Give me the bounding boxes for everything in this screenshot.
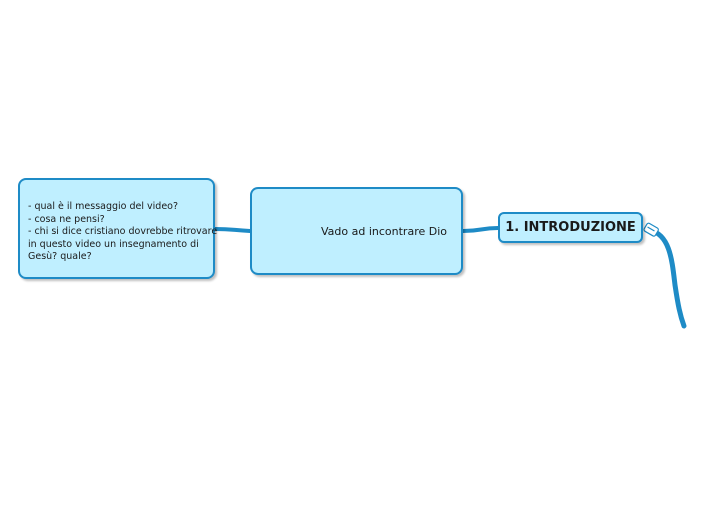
central-topic-node[interactable]: 1. INTRODUZIONE [498, 212, 643, 243]
video-topic-node[interactable]: Vado ad incontrare Dio [250, 187, 463, 275]
central-topic-label: 1. INTRODUZIONE [505, 220, 636, 235]
connector-video-intro [461, 226, 500, 233]
notes-line: - qual è il messaggio del video? [28, 201, 179, 212]
notes-line: Gesù? quale? [28, 251, 92, 262]
notes-line: in questo video un insegnamento di [28, 238, 199, 250]
notes-topic-node[interactable]: - qual è il messaggio del video? - cosa … [18, 178, 218, 279]
expand-collapse-icon[interactable] [643, 222, 659, 237]
connector-notes-video [213, 227, 252, 233]
notes-line: - cosa ne pensi? [28, 213, 105, 225]
connector-intro-branch [647, 227, 687, 329]
notes-line: - chi si dice cristiano dovrebbe ritrova… [28, 226, 218, 237]
video-topic-label: Vado ad incontrare Dio [321, 224, 447, 238]
